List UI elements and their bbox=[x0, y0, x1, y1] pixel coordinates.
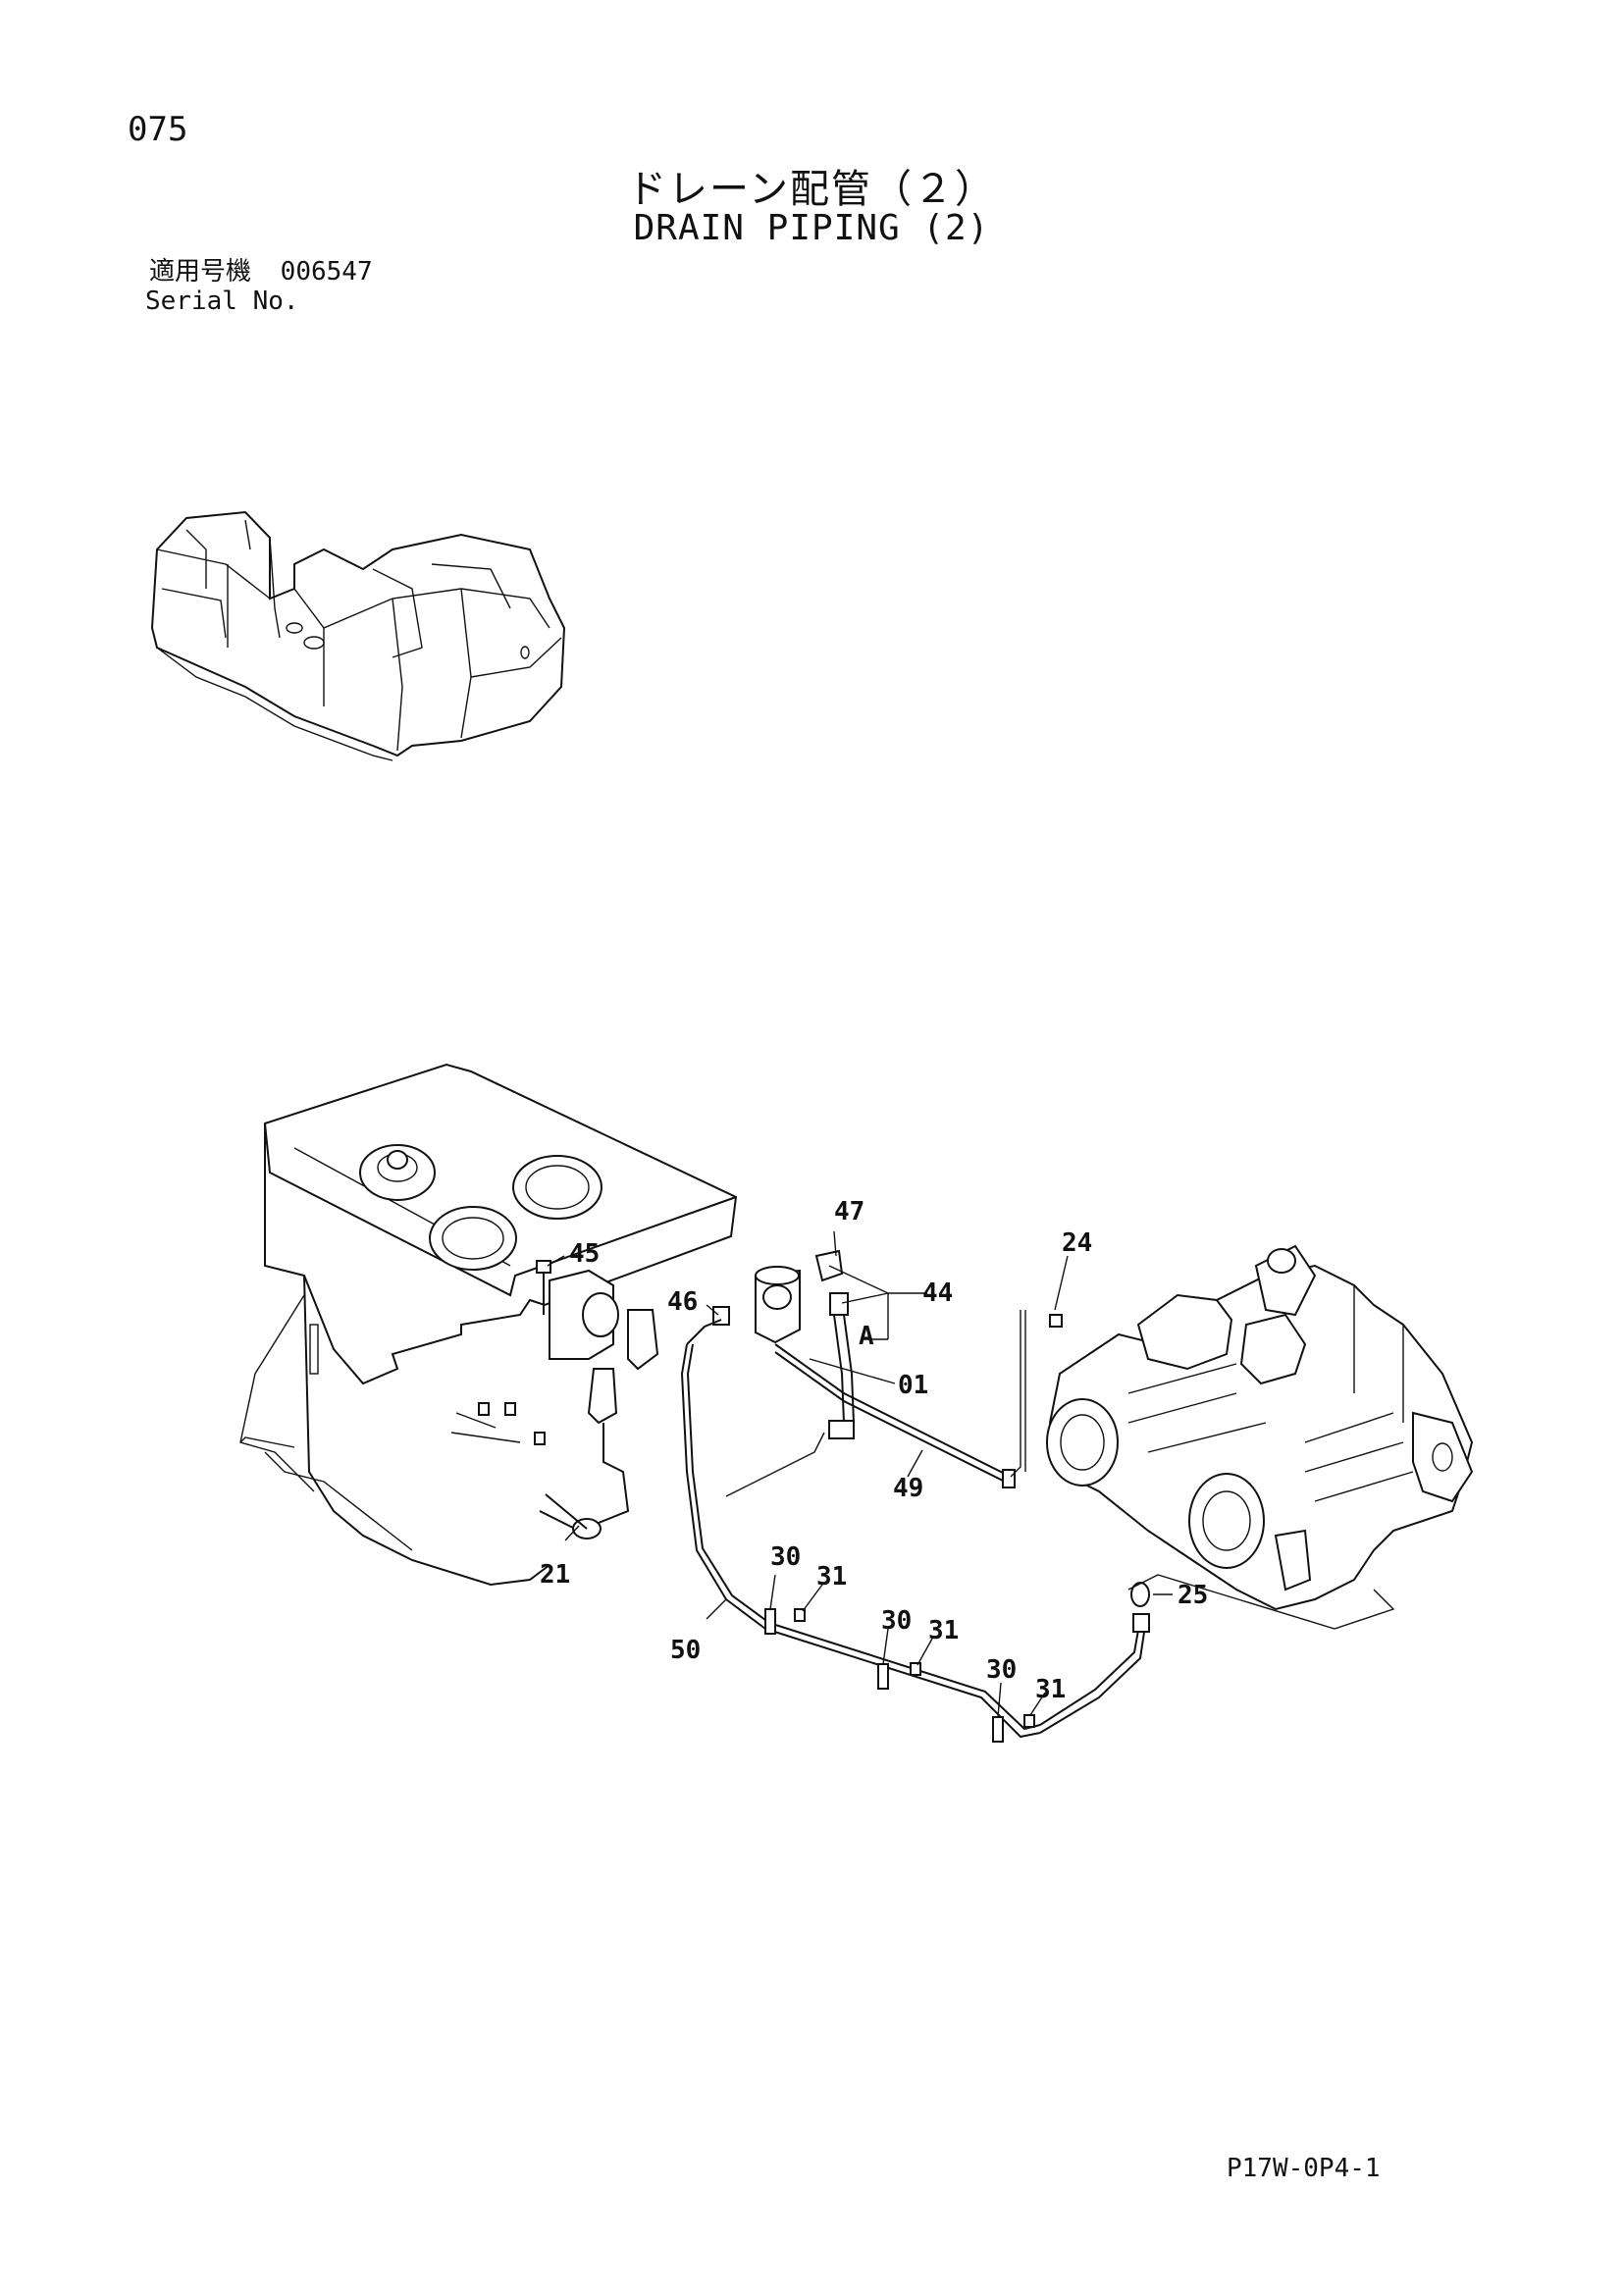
callout-31a: 31 bbox=[816, 1562, 847, 1592]
callout-30c: 30 bbox=[986, 1655, 1017, 1685]
callout-45: 45 bbox=[569, 1239, 600, 1269]
title-english: DRAIN PIPING (2) bbox=[633, 208, 990, 248]
serial-block: 適用号機 006547 Serial No. bbox=[145, 257, 373, 316]
callout-50: 50 bbox=[670, 1636, 701, 1665]
title-japanese: ドレーン配管（２） bbox=[627, 167, 996, 212]
callout-31c: 31 bbox=[1035, 1675, 1066, 1704]
callout-46: 46 bbox=[667, 1287, 698, 1317]
serial-label-jp: 適用号機 bbox=[149, 257, 252, 287]
callout-30b: 30 bbox=[881, 1606, 912, 1636]
hydraulic-tank bbox=[239, 1063, 738, 1587]
callout-24: 24 bbox=[1062, 1228, 1092, 1258]
serial-label-en: Serial No. bbox=[145, 287, 299, 316]
callout-21: 21 bbox=[540, 1560, 570, 1590]
excavator-locator-illustration bbox=[150, 510, 566, 761]
callout-44: 44 bbox=[922, 1278, 953, 1308]
callout-30a: 30 bbox=[770, 1542, 801, 1572]
callout-labels: 47 45 44 46 A 01 24 49 21 30 31 30 31 30… bbox=[540, 1197, 1208, 1704]
callout-a: A bbox=[859, 1322, 874, 1351]
callout-01: 01 bbox=[898, 1371, 928, 1400]
drawing-code: P17W-0P4-1 bbox=[1227, 2154, 1381, 2183]
callout-31b: 31 bbox=[928, 1616, 959, 1645]
callout-25: 25 bbox=[1178, 1581, 1208, 1610]
callout-47: 47 bbox=[834, 1197, 864, 1226]
serial-value: 006547 bbox=[280, 257, 373, 287]
page-number: 075 bbox=[128, 110, 188, 149]
filter-assembly bbox=[680, 1249, 1150, 1743]
leader-lines bbox=[547, 1230, 1173, 1718]
callout-49: 49 bbox=[893, 1474, 923, 1503]
main-pump-assembly bbox=[1024, 1244, 1474, 1630]
